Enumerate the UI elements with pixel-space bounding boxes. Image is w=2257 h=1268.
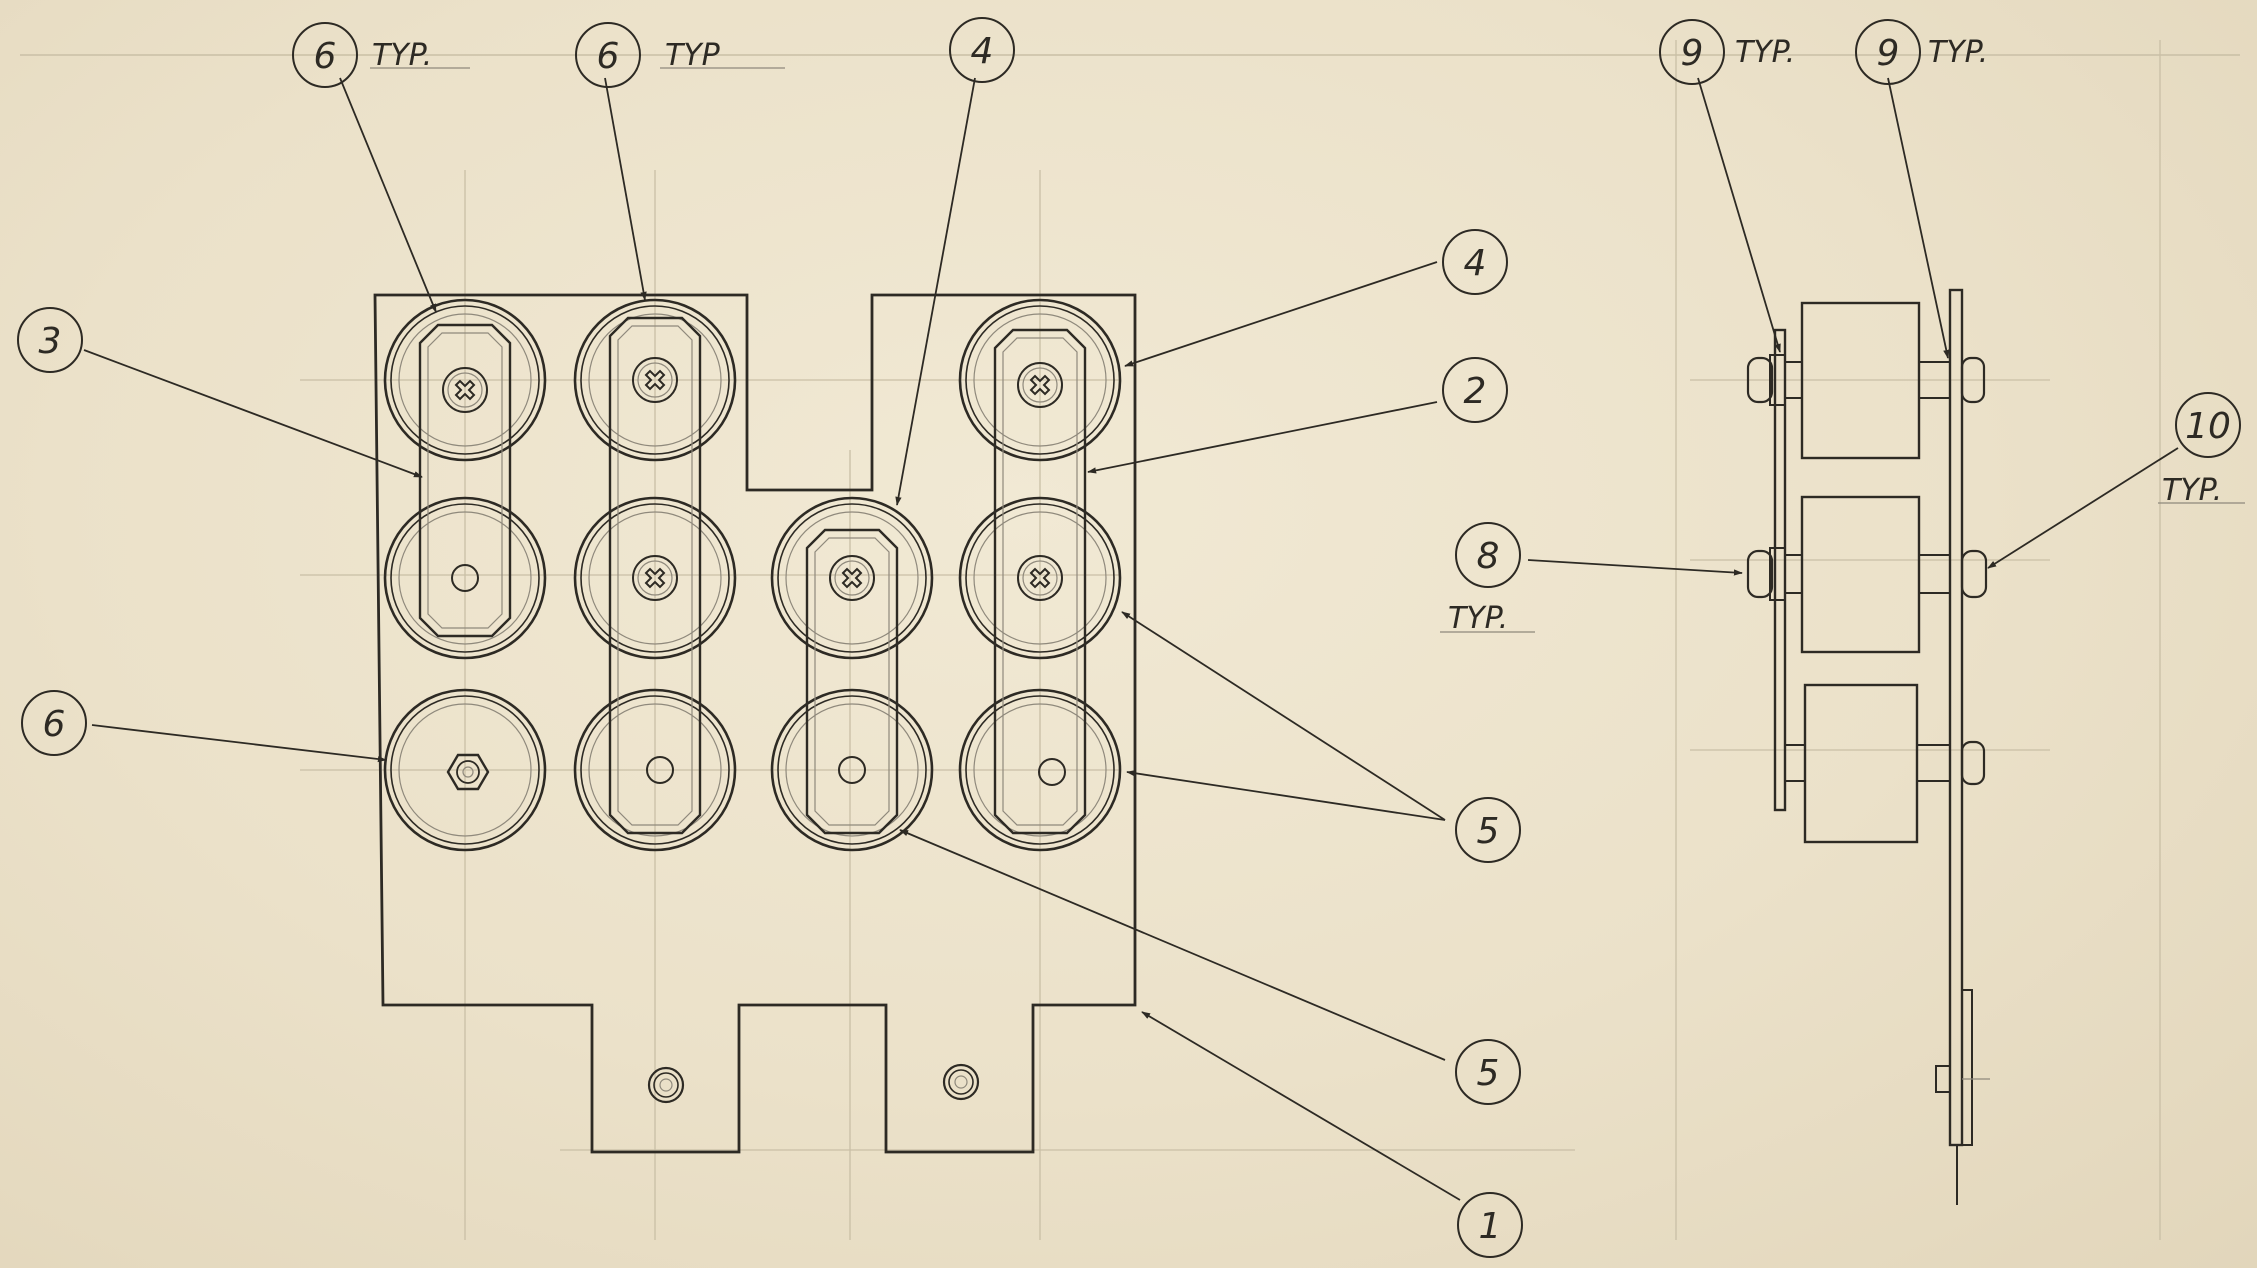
callout-number: 6 xyxy=(43,704,66,745)
callout-number: 9 xyxy=(1681,33,1704,74)
callout-6-typ-b: 6 TYP xyxy=(575,22,785,88)
callout-number: 4 xyxy=(1464,243,1487,284)
hex-nut-icon xyxy=(446,753,490,791)
roller-col3-row2 xyxy=(770,496,934,660)
screw-icon xyxy=(829,555,875,601)
callout-8-typ: 8 TYP. xyxy=(1440,522,1535,636)
mounting-stud-icon xyxy=(942,1063,980,1101)
side-fastener-row3 xyxy=(1784,740,1986,786)
callout-9-typ-b: 9 TYP. xyxy=(1855,19,1988,85)
callout-number: 6 xyxy=(314,36,337,77)
link-bar-col2 xyxy=(608,316,702,835)
callout-number: 10 xyxy=(2185,406,2231,447)
callout-3: 3 xyxy=(17,307,83,373)
link-bar-col1 xyxy=(418,323,512,638)
callout-6-c: 6 xyxy=(21,690,87,756)
side-fastener-row2 xyxy=(1746,547,1988,601)
link-bar-col3 xyxy=(805,528,899,835)
callout-number: 5 xyxy=(1477,811,1500,852)
callout-note: TYP xyxy=(665,38,721,73)
side-fastener-row1 xyxy=(1746,354,1986,406)
callout-note: TYP. xyxy=(372,38,432,73)
callout-note: TYP. xyxy=(2162,473,2222,508)
front-view xyxy=(373,293,1137,1154)
callout-note: TYP. xyxy=(1735,35,1795,70)
mounting-stud-icon xyxy=(647,1066,685,1104)
callout-5-b: 5 xyxy=(1455,1039,1521,1105)
callout-number: 4 xyxy=(971,31,994,72)
callout-number: 2 xyxy=(1464,371,1487,412)
callout-number: 5 xyxy=(1477,1053,1500,1094)
callout-2: 2 xyxy=(1442,357,1508,423)
callout-number: 8 xyxy=(1477,536,1500,577)
callout-note: TYP. xyxy=(1448,601,1508,636)
base-plate-outline xyxy=(373,293,1137,1154)
callout-5-a: 5 xyxy=(1455,797,1521,863)
callout-number: 9 xyxy=(1877,33,1900,74)
callout-number: 3 xyxy=(39,321,62,362)
pin-hole-icon xyxy=(1038,758,1066,786)
leader-lines xyxy=(83,77,2179,1201)
callout-9-typ-a: 9 TYP. xyxy=(1659,19,1795,85)
callout-10-typ: 10 TYP. xyxy=(2158,392,2245,508)
callout-number: 6 xyxy=(597,36,620,77)
callout-number: 1 xyxy=(1479,1206,1502,1247)
side-stud-bottom xyxy=(1935,1065,1990,1093)
link-bar-col4 xyxy=(993,328,1087,835)
callout-1: 1 xyxy=(1457,1192,1523,1258)
callout-4-a: 4 xyxy=(949,17,1015,83)
side-view xyxy=(1746,288,1990,1205)
callout-4-b: 4 xyxy=(1442,229,1508,295)
callout-note: TYP. xyxy=(1928,35,1988,70)
callout-6-typ-a: 6 TYP. xyxy=(292,22,470,88)
construction-lines xyxy=(20,40,2240,1240)
